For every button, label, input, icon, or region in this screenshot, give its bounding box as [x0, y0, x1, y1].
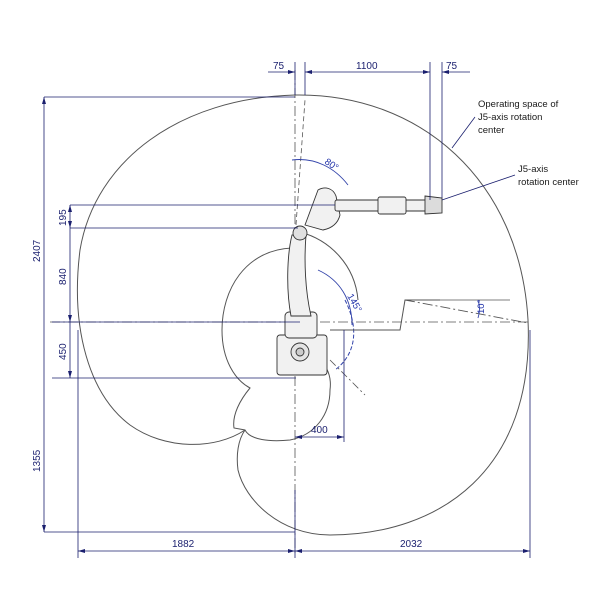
dim-840: 840	[58, 268, 69, 285]
lower-arm	[287, 234, 312, 317]
elbow-joint	[292, 225, 308, 241]
wrist-dashdot-line	[404, 299, 529, 324]
dim-1100: 1100	[356, 61, 378, 72]
inner-envelope	[221, 247, 331, 442]
dim-75-right: 75	[446, 61, 458, 72]
dim-1355: 1355	[32, 449, 43, 472]
dim-1882: 1882	[172, 539, 195, 550]
dim-2032: 2032	[400, 539, 423, 550]
dim-450: 450	[58, 343, 69, 360]
dim-2407: 2407	[32, 239, 43, 262]
angle-10-label: 10°	[476, 299, 487, 314]
forearm-motor	[377, 196, 407, 215]
dashed-80-ref	[295, 99, 306, 226]
robot-arm	[276, 187, 443, 376]
operating-space-label-1: Operating space of	[478, 99, 559, 110]
outer-envelope	[77, 94, 529, 536]
j5-leader	[441, 174, 516, 201]
operating-space-leader	[451, 116, 476, 149]
angle-10-arc	[477, 299, 480, 319]
angle-145-arc	[317, 269, 353, 326]
diagonal-dashdot	[329, 359, 366, 396]
dim-195: 195	[58, 209, 69, 226]
elbow-dashed-arc	[334, 299, 355, 371]
dimension-arrows	[42, 70, 530, 553]
upper-small-arc	[299, 231, 359, 301]
dim-75-left: 75	[273, 61, 285, 72]
j5-label-1: J5-axis	[518, 164, 548, 175]
operating-space-label-2: J5-axis rotation	[478, 112, 542, 123]
angle-80-arc	[291, 159, 349, 186]
dimension-lines	[43, 62, 531, 558]
angle-80-label: 80°	[322, 156, 340, 173]
operating-space-label-3: center	[478, 125, 504, 136]
dim-400: 400	[311, 425, 328, 436]
j5-label-2: rotation center	[518, 177, 579, 188]
wrist	[424, 195, 443, 215]
right-step-line	[330, 299, 440, 331]
angle-145-label: 145°	[344, 292, 363, 315]
